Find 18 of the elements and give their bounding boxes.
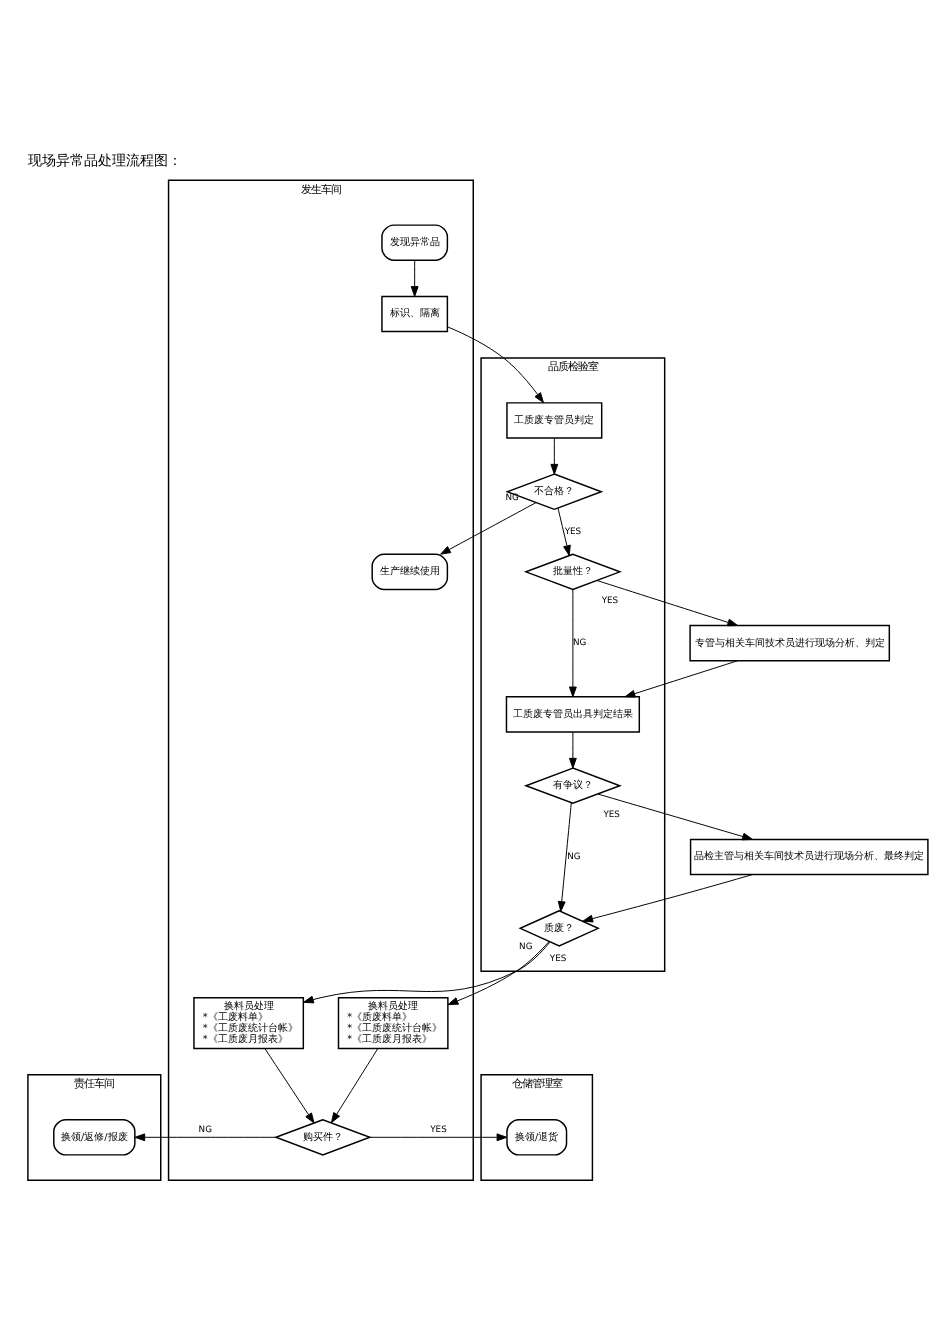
arrow <box>624 659 739 697</box>
arrow <box>369 1132 508 1141</box>
arrow <box>596 579 739 626</box>
arrow <box>582 873 753 922</box>
arrow <box>446 325 544 403</box>
arrow <box>597 792 753 840</box>
arrow <box>264 1047 315 1123</box>
arrow <box>303 940 551 1003</box>
arrow <box>447 940 550 1005</box>
arrow <box>569 730 577 768</box>
arrow <box>134 1132 277 1141</box>
arrow <box>569 588 577 697</box>
arrow <box>440 501 537 554</box>
arrow <box>410 258 419 296</box>
arrow <box>550 436 559 474</box>
arrow <box>557 506 571 555</box>
arrow <box>557 801 572 911</box>
arrow <box>330 1047 379 1123</box>
